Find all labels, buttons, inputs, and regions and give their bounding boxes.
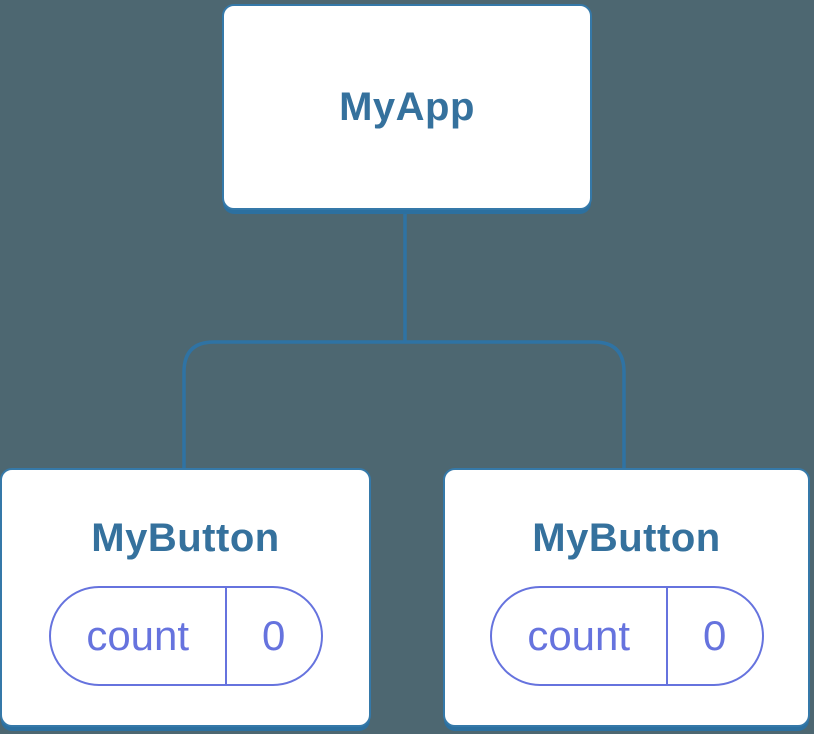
component-label: MyApp [339,85,475,129]
state-key: count [527,612,631,659]
component-label: MyButton [91,516,280,560]
state-key-cell: count [51,588,225,684]
component-label: MyButton [532,516,721,560]
state-key-cell: count [492,588,666,684]
state-value-cell: 0 [224,588,321,684]
state-pill: count 0 [48,586,323,686]
component-node-myapp: MyApp [222,4,592,210]
state-value-cell: 0 [665,588,762,684]
state-key: count [86,612,190,659]
component-node-mybutton-right: MyButton count 0 [443,468,810,727]
state-value: 0 [262,612,286,659]
component-node-mybutton-left: MyButton count 0 [0,468,371,727]
state-pill: count 0 [489,586,764,686]
state-value: 0 [703,612,727,659]
connector-branch [182,340,626,470]
